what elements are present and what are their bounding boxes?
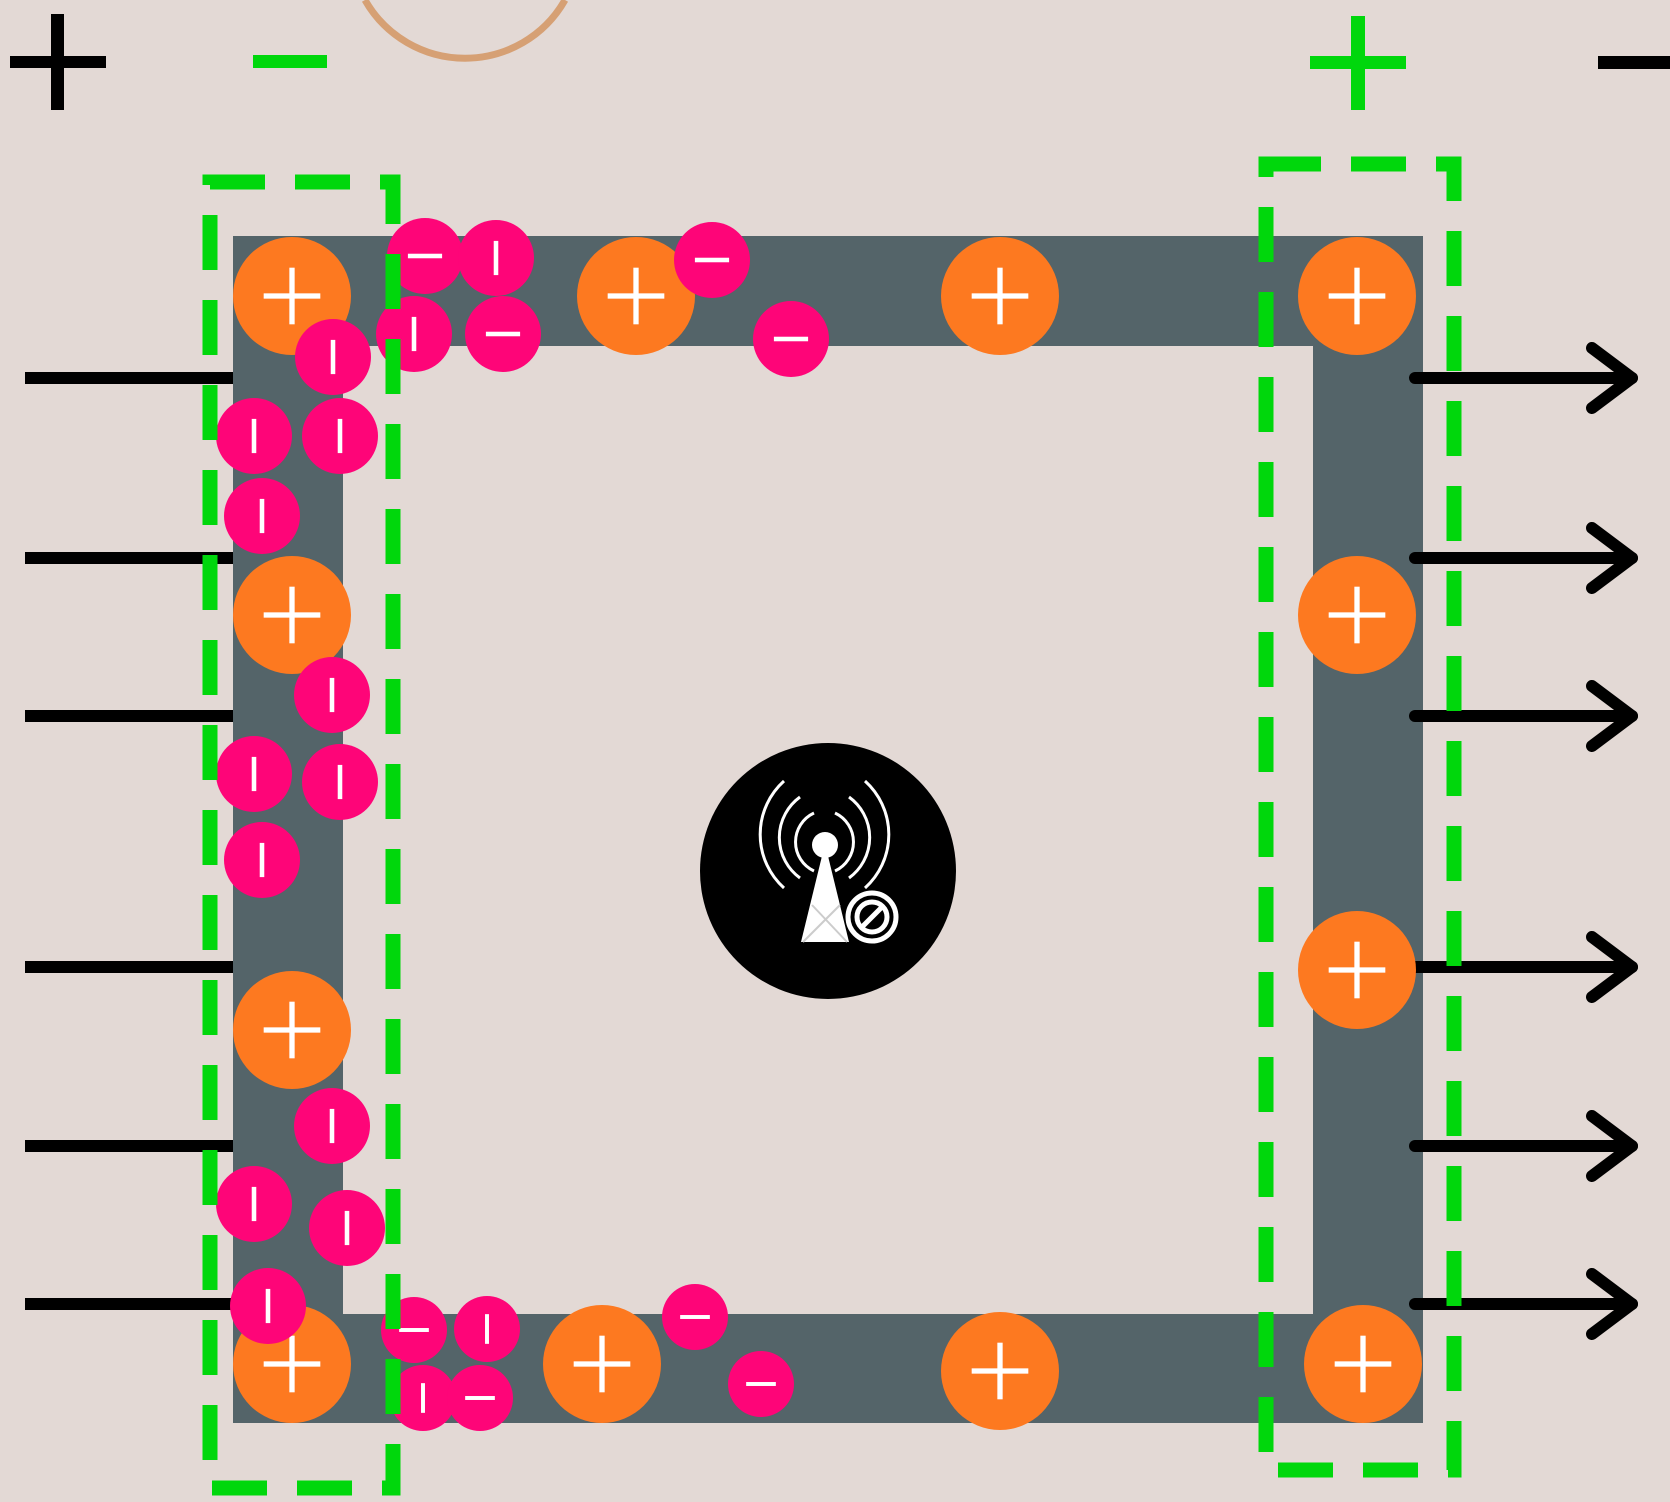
- negative-charge: [216, 736, 292, 812]
- negative-charge: [662, 1284, 728, 1350]
- positive-charge: [1298, 911, 1416, 1029]
- negative-charge: [447, 1365, 513, 1431]
- positive-charge: [1298, 556, 1416, 674]
- positive-charge: [233, 556, 351, 674]
- left-plate-plus-sign: [10, 14, 106, 110]
- induced-plus-sign: [1310, 16, 1406, 110]
- negative-charge: [295, 319, 371, 395]
- negative-charge: [753, 301, 829, 377]
- negative-charge: [294, 657, 370, 733]
- negative-charge: [216, 1166, 292, 1242]
- positive-charge: [941, 237, 1059, 355]
- negative-charge: [216, 398, 292, 474]
- negative-charge: [309, 1190, 385, 1266]
- negative-charge: [224, 478, 300, 554]
- positive-charge: [1304, 1305, 1422, 1423]
- no-signal-tower-icon: [700, 743, 956, 999]
- negative-charge: [728, 1351, 794, 1417]
- negative-charge: [302, 398, 378, 474]
- negative-charge: [454, 1296, 520, 1362]
- right-plate-minus-sign: [1598, 56, 1670, 69]
- negative-charge: [224, 822, 300, 898]
- negative-charge: [674, 222, 750, 298]
- negative-charge: [458, 220, 534, 296]
- partial-circle-arc: [365, 0, 565, 58]
- induced-minus-sign: [253, 55, 327, 68]
- negative-charge: [230, 1268, 306, 1344]
- negative-charge: [465, 296, 541, 372]
- positive-charge: [543, 1305, 661, 1423]
- incoming-field-lines: [25, 378, 233, 1304]
- negative-charge: [294, 1088, 370, 1164]
- positive-charge: [941, 1312, 1059, 1430]
- negative-charge: [302, 744, 378, 820]
- positive-charge: [233, 971, 351, 1089]
- positive-charge: [1298, 237, 1416, 355]
